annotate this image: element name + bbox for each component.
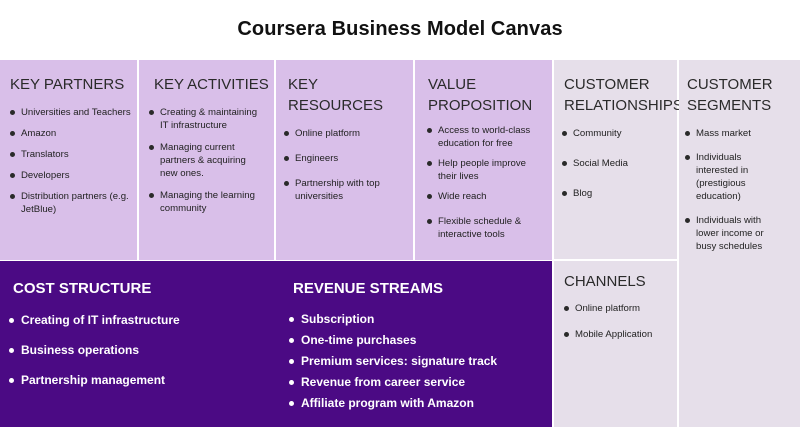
key-partners-list: Universities and Teachers Amazon Transla… <box>9 106 131 216</box>
list-item: Flexible schedule & interactive tools <box>426 215 544 241</box>
list-item: Community <box>561 127 671 140</box>
canvas-title: Coursera Business Model Canvas <box>237 18 563 40</box>
key-resources-heading: KEY RESOURCES <box>288 76 384 114</box>
list-item: Business operations <box>8 343 268 358</box>
list-item: Creating & maintaining IT infrastructure <box>148 106 266 132</box>
value-proposition-block: VALUE PROPOSITION Access to world-class … <box>415 60 552 260</box>
key-partners-heading: KEY PARTNERS <box>10 76 125 93</box>
cost-structure-heading: COST STRUCTURE <box>13 280 152 297</box>
channels-list: Online platform Mobile Application <box>563 302 673 341</box>
list-item: Social Media <box>561 157 671 170</box>
cost-structure-block: COST STRUCTURE Creating of IT infrastruc… <box>0 261 276 427</box>
customer-relationships-list: Community Social Media Blog <box>561 127 671 200</box>
revenue-streams-heading: REVENUE STREAMS <box>293 280 444 297</box>
list-item: Individuals with lower income or busy sc… <box>684 214 780 253</box>
list-item: One-time purchases <box>288 333 548 348</box>
list-item: Managing current partners & acquiring ne… <box>148 141 266 180</box>
revenue-streams-block: REVENUE STREAMS Subscription One-time pu… <box>276 261 552 427</box>
customer-segments-block: CUSTOMER SEGMENTS Mass market Individual… <box>679 60 800 427</box>
list-item: Universities and Teachers <box>9 106 131 119</box>
list-item: Help people improve their lives <box>426 157 544 183</box>
list-item: Premium services: signature track <box>288 354 548 369</box>
list-item: Amazon <box>9 127 131 140</box>
list-item: Revenue from career service <box>288 375 548 390</box>
customer-segments-list: Mass market Individuals interested in (p… <box>684 127 780 253</box>
list-item: Creating of IT infrastructure <box>8 313 268 328</box>
list-item: Mobile Application <box>563 328 673 341</box>
value-proposition-heading: VALUE PROPOSITION <box>428 76 533 114</box>
list-item: Online platform <box>283 127 403 140</box>
revenue-streams-list: Subscription One-time purchases Premium … <box>288 312 548 411</box>
list-item: Subscription <box>288 312 548 327</box>
list-item: Partnership management <box>8 373 268 388</box>
customer-segments-heading: CUSTOMER SEGMENTS <box>687 76 773 114</box>
list-item: Wide reach <box>426 190 544 203</box>
value-proposition-list: Access to world-class education for free… <box>426 124 544 241</box>
channels-block: CHANNELS Online platform Mobile Applicat… <box>554 261 677 427</box>
list-item: Online platform <box>563 302 673 315</box>
key-partners-block: KEY PARTNERS Universities and Teachers A… <box>0 60 137 260</box>
list-item: Developers <box>9 169 131 182</box>
list-item: Translators <box>9 148 131 161</box>
key-activities-heading: KEY ACTIVITIES <box>154 76 269 93</box>
cost-structure-list: Creating of IT infrastructure Business o… <box>8 313 268 388</box>
list-item: Blog <box>561 187 671 200</box>
list-item: Managing the learning community <box>148 189 266 215</box>
list-item: Partnership with top universities <box>283 177 403 203</box>
list-item: Affiliate program with Amazon <box>288 396 548 411</box>
list-item: Distribution partners (e.g. JetBlue) <box>9 190 131 216</box>
channels-heading: CHANNELS <box>564 273 646 290</box>
list-item: Access to world-class education for free <box>426 124 544 150</box>
key-activities-list: Creating & maintaining IT infrastructure… <box>148 106 266 215</box>
list-item: Mass market <box>684 127 780 140</box>
customer-relationships-block: CUSTOMER RELATIONSHIPS Community Social … <box>554 60 683 259</box>
key-resources-block: KEY RESOURCES Online platform Engineers … <box>276 60 413 260</box>
key-activities-block: KEY ACTIVITIES Creating & maintaining IT… <box>139 60 274 260</box>
list-item: Engineers <box>283 152 403 165</box>
list-item: Individuals interested in (prestigious e… <box>684 151 780 203</box>
key-resources-list: Online platform Engineers Partnership wi… <box>283 127 403 203</box>
customer-relationships-heading: CUSTOMER RELATIONSHIPS <box>564 76 683 114</box>
